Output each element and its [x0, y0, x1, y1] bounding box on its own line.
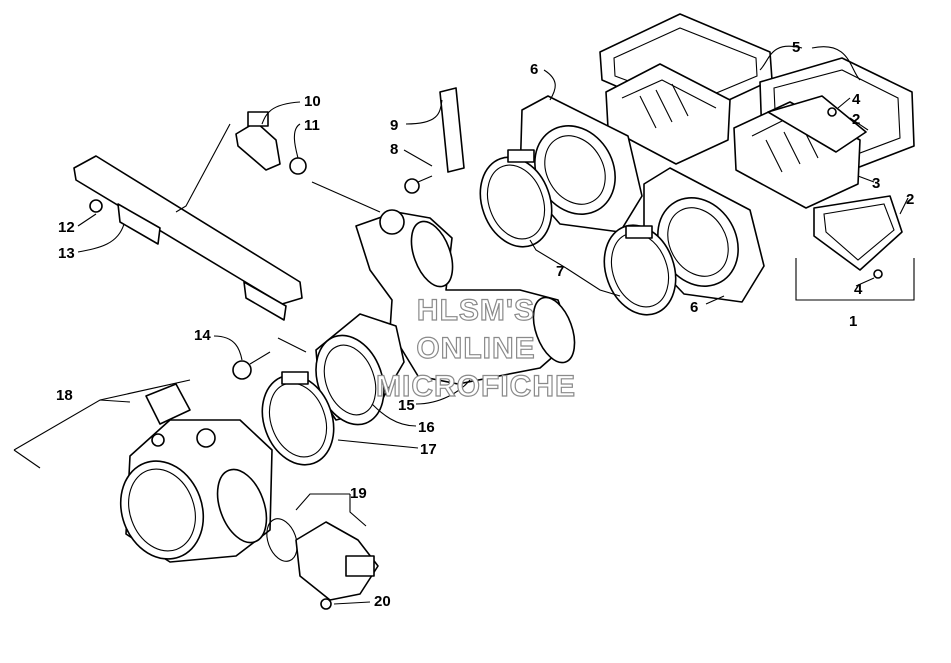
- clamp-throttle: [261, 371, 335, 466]
- callout-18: 18: [56, 387, 73, 404]
- callout-14: 14: [194, 327, 211, 344]
- callout-6-top: 6: [530, 61, 538, 78]
- clamp-lower: [603, 224, 677, 316]
- callout-7: 7: [556, 263, 564, 280]
- bolt-14: [232, 351, 271, 380]
- bolt-8: [404, 175, 433, 194]
- callout-15: 15: [398, 397, 415, 414]
- watermark-line-2: ONLINE: [416, 332, 535, 365]
- fuel-injector: [235, 111, 281, 171]
- callout-11: 11: [304, 117, 320, 134]
- callout-8: 8: [390, 141, 398, 158]
- callout-4-top: 4: [852, 91, 861, 108]
- callout-12: 12: [58, 219, 75, 236]
- callout-19: 19: [350, 485, 367, 502]
- callout-9: 9: [390, 117, 398, 134]
- fuel-rail: [73, 155, 303, 321]
- mounting-bracket: [439, 87, 465, 173]
- callout-13: 13: [58, 245, 75, 262]
- callout-labels: 1 2 2 3 4 4 5 6 6 7 8 9 10 11 12 13 14 1…: [56, 39, 914, 610]
- callout-17: 17: [420, 441, 437, 458]
- reed-valve-assembly: [599, 13, 915, 279]
- callout-10: 10: [304, 93, 321, 110]
- callout-2-top: 2: [852, 111, 860, 128]
- intake-manifold: [355, 209, 576, 385]
- nut: [289, 157, 307, 175]
- callout-1: 1: [849, 313, 857, 330]
- callout-2-right: 2: [906, 191, 914, 208]
- watermark-line-3: MICROFICHE: [376, 370, 576, 403]
- callout-20: 20: [374, 593, 391, 610]
- watermark-line-1: HLSM'S: [417, 294, 535, 327]
- callout-5: 5: [792, 39, 800, 56]
- leader-lines: [13, 45, 915, 605]
- clamp-upper: [479, 149, 553, 248]
- callout-4-bottom: 4: [854, 281, 863, 298]
- throttle-position-sensor: [266, 518, 379, 610]
- throttle-body: [119, 383, 273, 563]
- callout-16: 16: [418, 419, 435, 436]
- callout-3: 3: [872, 175, 880, 192]
- watermark: HLSM'S ONLINE MICROFICHE: [375, 293, 576, 403]
- callout-6-bottom: 6: [690, 299, 698, 316]
